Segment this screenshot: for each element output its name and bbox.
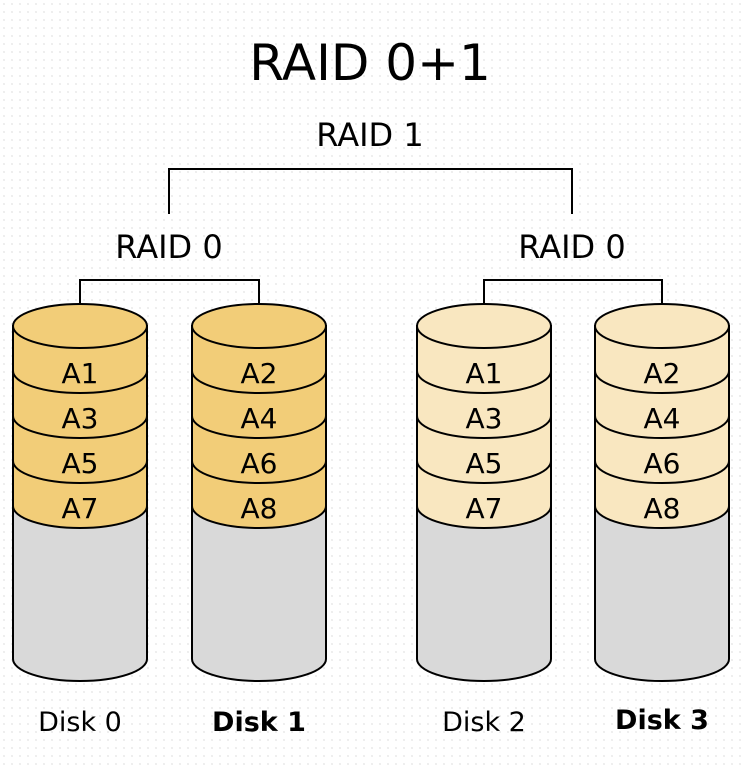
raid0-label-right: RAID 0 <box>518 228 625 266</box>
disk-empty-space <box>594 505 730 682</box>
raid1-label: RAID 1 <box>316 116 423 154</box>
block-label: A2 <box>241 357 278 390</box>
block-label: A7 <box>62 492 99 525</box>
disk-empty-space <box>191 505 327 682</box>
disk-label-1: Disk 1 <box>212 707 306 738</box>
diagram-title: RAID 0+1 <box>249 34 491 92</box>
block-label: A4 <box>241 402 278 435</box>
block-label: A7 <box>466 492 503 525</box>
disk-top-cap <box>594 303 730 349</box>
block-label: A1 <box>466 357 503 390</box>
disk-label-3: Disk 3 <box>615 705 709 736</box>
disk-empty-space <box>416 505 552 682</box>
block-label: A1 <box>62 357 99 390</box>
disk-top-cap <box>191 303 327 349</box>
block-label: A5 <box>62 447 99 480</box>
disk-label-0: Disk 0 <box>38 707 122 738</box>
block-label: A4 <box>644 402 681 435</box>
block-label: A6 <box>241 447 278 480</box>
disk-top-cap <box>416 303 552 349</box>
block-label: A5 <box>466 447 503 480</box>
mirror-connector <box>168 168 573 214</box>
raid1-bracket <box>168 168 573 214</box>
block-label: A3 <box>62 402 99 435</box>
block-label: A3 <box>466 402 503 435</box>
disk-empty-space <box>12 505 148 682</box>
block-label: A2 <box>644 357 681 390</box>
disk-top-cap <box>12 303 148 349</box>
block-label: A6 <box>644 447 681 480</box>
disk-label-2: Disk 2 <box>442 707 526 738</box>
raid0-label-left: RAID 0 <box>115 228 222 266</box>
block-label: A8 <box>241 492 278 525</box>
block-label: A8 <box>644 492 681 525</box>
